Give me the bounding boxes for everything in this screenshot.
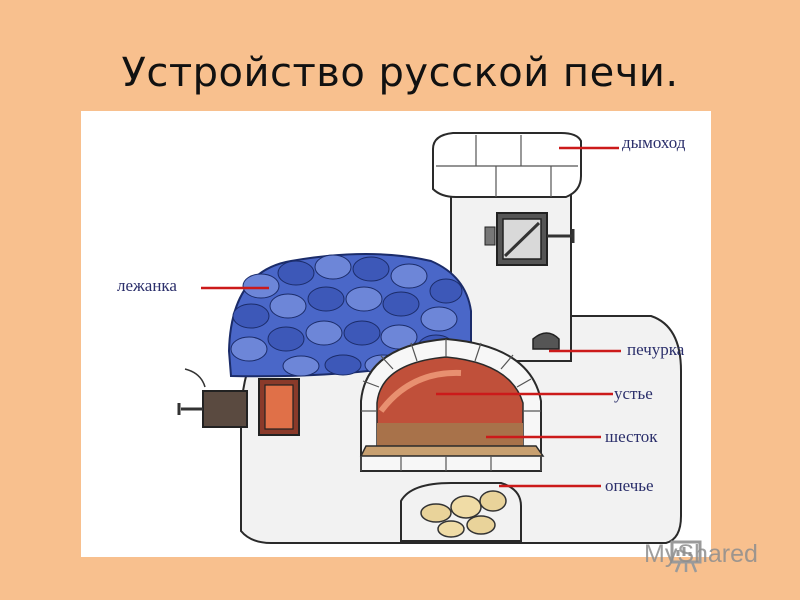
label-niche: печурка — [627, 340, 685, 359]
watermark-text: MyShared — [644, 540, 758, 568]
label-base: опечье — [605, 476, 654, 495]
label-chimney: дымоход — [622, 133, 686, 152]
russian-stove-illustration — [177, 132, 682, 544]
stove-niche — [532, 332, 560, 350]
slide-title: Устройство русской печи. — [121, 50, 679, 96]
label-bed: лежанка — [117, 276, 177, 295]
watermark-logo-icon — [670, 540, 702, 573]
chimney-cap — [432, 132, 582, 198]
side-door-shutter — [202, 390, 248, 428]
hearth-shelf — [359, 445, 545, 457]
firewood-logs — [420, 490, 507, 538]
diagram-panel — [81, 111, 711, 557]
label-mouth: устье — [614, 384, 653, 403]
leader-lines — [201, 146, 621, 488]
label-hearth: шесток — [605, 427, 658, 446]
flue-handle — [547, 229, 575, 243]
